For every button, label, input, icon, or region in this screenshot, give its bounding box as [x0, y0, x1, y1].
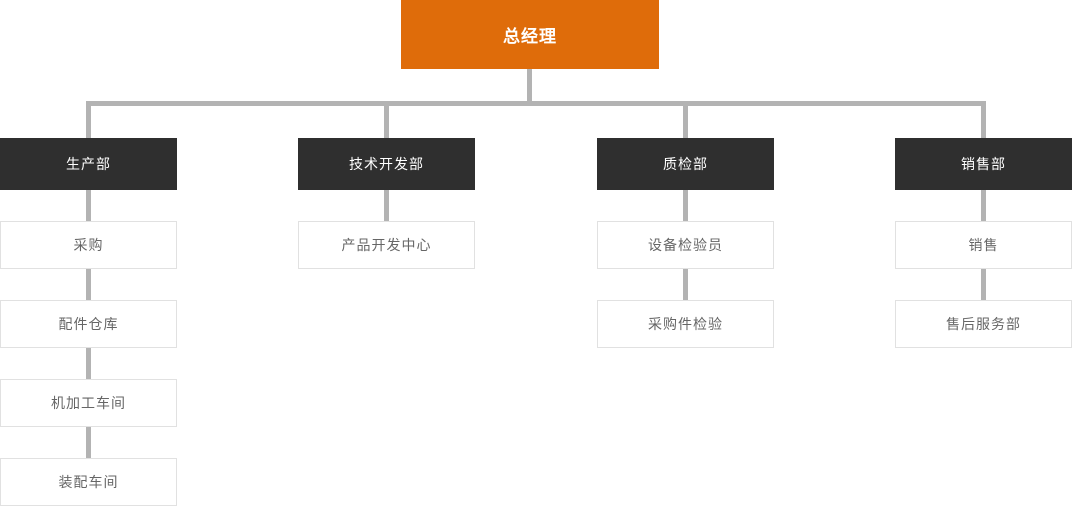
connector-line	[981, 269, 986, 300]
org-node-machining-workshop[interactable]: 机加工车间	[0, 379, 177, 427]
org-node-parts-warehouse[interactable]: 配件仓库	[0, 300, 177, 348]
connector-line	[86, 269, 91, 300]
org-node-purchased-parts-inspection[interactable]: 采购件检验	[597, 300, 774, 348]
org-column-sales: 销售部 销售 售后服务部	[895, 138, 1072, 348]
org-node-product-dev-center[interactable]: 产品开发中心	[298, 221, 475, 269]
org-node-sales[interactable]: 销售	[895, 221, 1072, 269]
org-node-production-dept[interactable]: 生产部	[0, 138, 177, 190]
connector-drop-sales	[981, 101, 986, 138]
org-node-purchasing[interactable]: 采购	[0, 221, 177, 269]
org-node-after-sales-service[interactable]: 售后服务部	[895, 300, 1072, 348]
connector-line	[981, 190, 986, 221]
connector-line	[683, 269, 688, 300]
org-node-general-manager[interactable]: 总经理	[401, 0, 659, 69]
org-column-tech-development: 技术开发部 产品开发中心	[298, 138, 475, 269]
org-node-sales-dept[interactable]: 销售部	[895, 138, 1072, 190]
connector-horizontal-rail	[86, 101, 986, 106]
connector-line	[86, 348, 91, 379]
org-node-tech-development-dept[interactable]: 技术开发部	[298, 138, 475, 190]
connector-line	[384, 190, 389, 221]
connector-drop-tech-development	[384, 101, 389, 138]
org-node-quality-inspection-dept[interactable]: 质检部	[597, 138, 774, 190]
org-column-production: 生产部 采购 配件仓库 机加工车间 装配车间	[0, 138, 177, 506]
connector-root-trunk	[527, 69, 532, 106]
org-node-assembly-workshop[interactable]: 装配车间	[0, 458, 177, 506]
connector-drop-quality-inspection	[683, 101, 688, 138]
connector-line	[683, 190, 688, 221]
org-node-equipment-inspector[interactable]: 设备检验员	[597, 221, 774, 269]
connector-line	[86, 427, 91, 458]
org-column-quality-inspection: 质检部 设备检验员 采购件检验	[597, 138, 774, 348]
connector-drop-production	[86, 101, 91, 138]
connector-line	[86, 190, 91, 221]
